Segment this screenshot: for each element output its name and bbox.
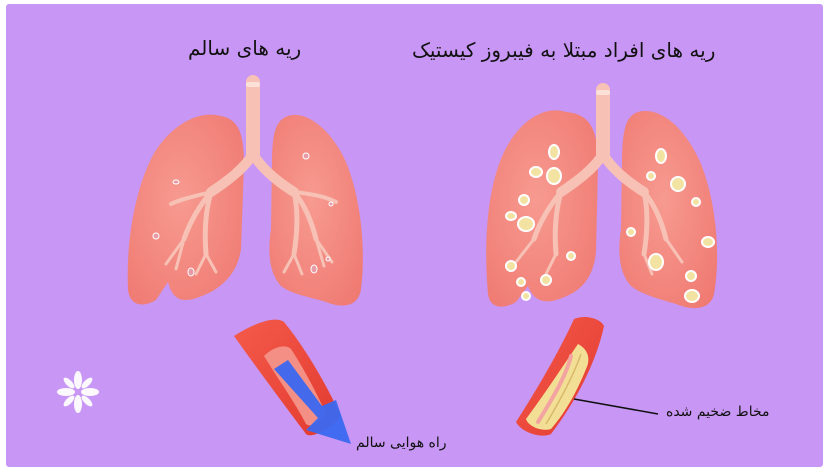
healthy-airway-label: راه هوایی سالم <box>356 435 447 451</box>
diagram-panel: ریه های سالم ریه های افراد مبتلا به فیبر… <box>6 4 823 467</box>
thick-mucus-label: مخاط ضخیم شده <box>666 404 770 420</box>
healthy-lungs-illustration <box>128 82 363 306</box>
cf-lung-right-lobe <box>619 111 717 308</box>
healthy-lung-left-lobe <box>128 115 244 305</box>
cf-airway-diagram <box>516 317 658 436</box>
cf-lungs-illustration <box>486 90 717 308</box>
healthy-airway-diagram <box>234 320 351 444</box>
mucus-pointer-line <box>574 399 658 414</box>
diagram-artwork <box>6 4 823 467</box>
healthy-lungs-title: ریه های سالم <box>188 36 301 60</box>
healthy-lung-right-lobe <box>269 115 363 306</box>
cf-lungs-title: ریه های افراد مبتلا به فیبروز کیستیک <box>412 38 715 62</box>
logo-emblem <box>57 371 99 413</box>
